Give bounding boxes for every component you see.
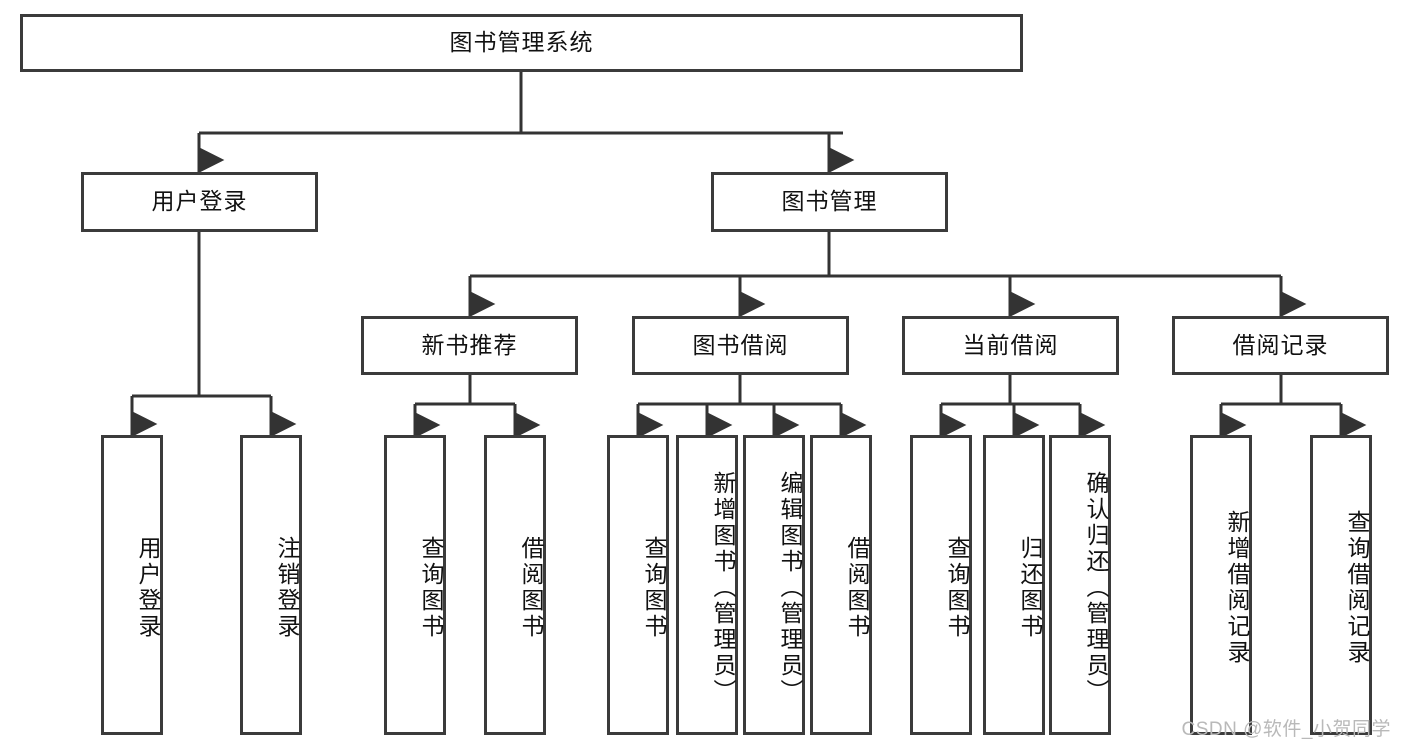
node-label: 查询图书 — [944, 536, 970, 640]
node-leaf-query-book-new[interactable]: 查询图书 — [384, 435, 446, 735]
node-label: 查询图书 — [418, 536, 444, 640]
node-leaf-confirm-return[interactable]: 确认归还（管理员） — [1049, 435, 1111, 735]
node-book-borrow[interactable]: 图书借阅 — [632, 316, 849, 375]
node-leaf-return-book[interactable]: 归还图书 — [983, 435, 1045, 735]
node-label: 用户登录 — [135, 536, 161, 640]
node-label: 借阅图书 — [844, 536, 870, 640]
node-user-login[interactable]: 用户登录 — [81, 172, 318, 232]
node-leaf-borrow-book[interactable]: 借阅图书 — [810, 435, 872, 735]
node-label: 编辑图书（管理员） — [777, 471, 803, 705]
node-leaf-borrow-book-new[interactable]: 借阅图书 — [484, 435, 546, 735]
node-label: 用户登录 — [151, 188, 248, 215]
node-label: 借阅记录 — [1232, 331, 1329, 358]
node-borrow-record[interactable]: 借阅记录 — [1172, 316, 1389, 375]
node-leaf-query-record[interactable]: 查询借阅记录 — [1310, 435, 1372, 735]
node-label: 新书推荐 — [421, 331, 518, 358]
watermark-text: CSDN @软件_小贺同学 — [1181, 719, 1391, 740]
node-leaf-add-book[interactable]: 新增图书（管理员） — [676, 435, 738, 735]
node-label: 注销登录 — [274, 536, 300, 640]
node-new-book-recommend[interactable]: 新书推荐 — [361, 316, 578, 375]
node-leaf-query-book-current[interactable]: 查询图书 — [910, 435, 972, 735]
node-root-system[interactable]: 图书管理系统 — [20, 14, 1023, 72]
node-current-borrow[interactable]: 当前借阅 — [902, 316, 1119, 375]
node-label: 确认归还（管理员） — [1083, 471, 1109, 705]
node-label: 图书管理 — [781, 188, 878, 215]
node-label: 借阅图书 — [518, 536, 544, 640]
node-label: 图书借阅 — [692, 331, 789, 358]
node-label: 归还图书 — [1017, 536, 1043, 640]
node-leaf-query-book-borrow[interactable]: 查询图书 — [607, 435, 669, 735]
node-label: 当前借阅 — [962, 331, 1059, 358]
node-leaf-add-record[interactable]: 新增借阅记录 — [1190, 435, 1252, 735]
node-label: 图书管理系统 — [449, 29, 594, 56]
node-label: 查询图书 — [641, 536, 667, 640]
node-label: 查询借阅记录 — [1344, 510, 1370, 666]
node-leaf-user-logout[interactable]: 注销登录 — [240, 435, 302, 735]
node-leaf-edit-book[interactable]: 编辑图书（管理员） — [743, 435, 805, 735]
node-label: 新增借阅记录 — [1224, 510, 1250, 666]
node-leaf-user-login[interactable]: 用户登录 — [101, 435, 163, 735]
node-book-management[interactable]: 图书管理 — [711, 172, 948, 232]
node-label: 新增图书（管理员） — [710, 471, 736, 705]
